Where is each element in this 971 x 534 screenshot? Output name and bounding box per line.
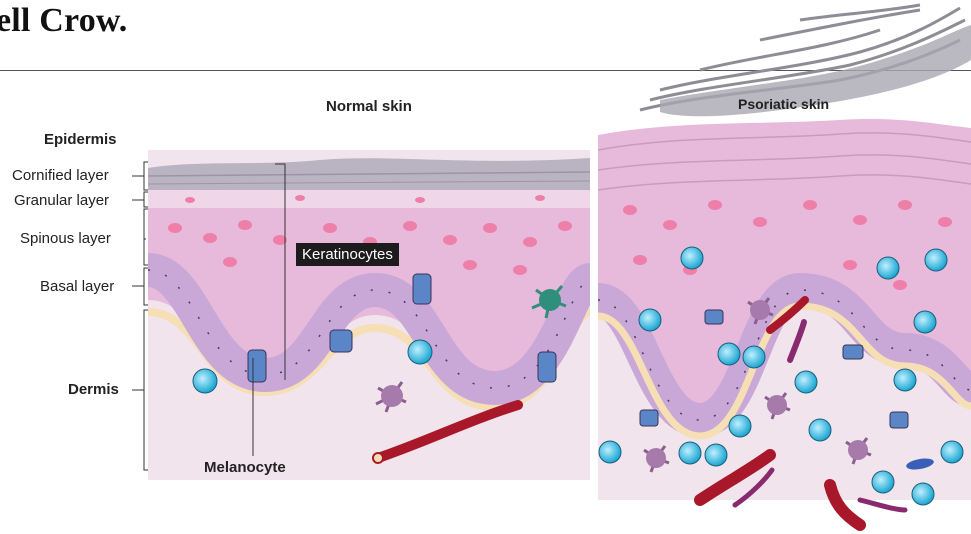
cornified-layer-label: Cornified layer (12, 167, 109, 184)
dermis-label: Dermis (68, 381, 119, 398)
psoriatic-skin-panel (598, 5, 971, 525)
granular-layer-label: Granular layer (14, 192, 109, 209)
immune-cell (193, 369, 217, 393)
normal-skin-title: Normal skin (326, 98, 412, 115)
immune-cell (408, 340, 432, 364)
keratinocytes-label: Keratinocytes (296, 243, 399, 266)
psoriatic-skin-title: Psoriatic skin (738, 96, 829, 112)
melanocyte-label: Melanocyte (204, 459, 286, 476)
basal-layer-label: Basal layer (40, 278, 114, 295)
normal-skin-panel (148, 150, 590, 480)
epidermis-label: Epidermis (44, 131, 117, 148)
spinous-layer-label: Spinous layer (20, 230, 111, 247)
